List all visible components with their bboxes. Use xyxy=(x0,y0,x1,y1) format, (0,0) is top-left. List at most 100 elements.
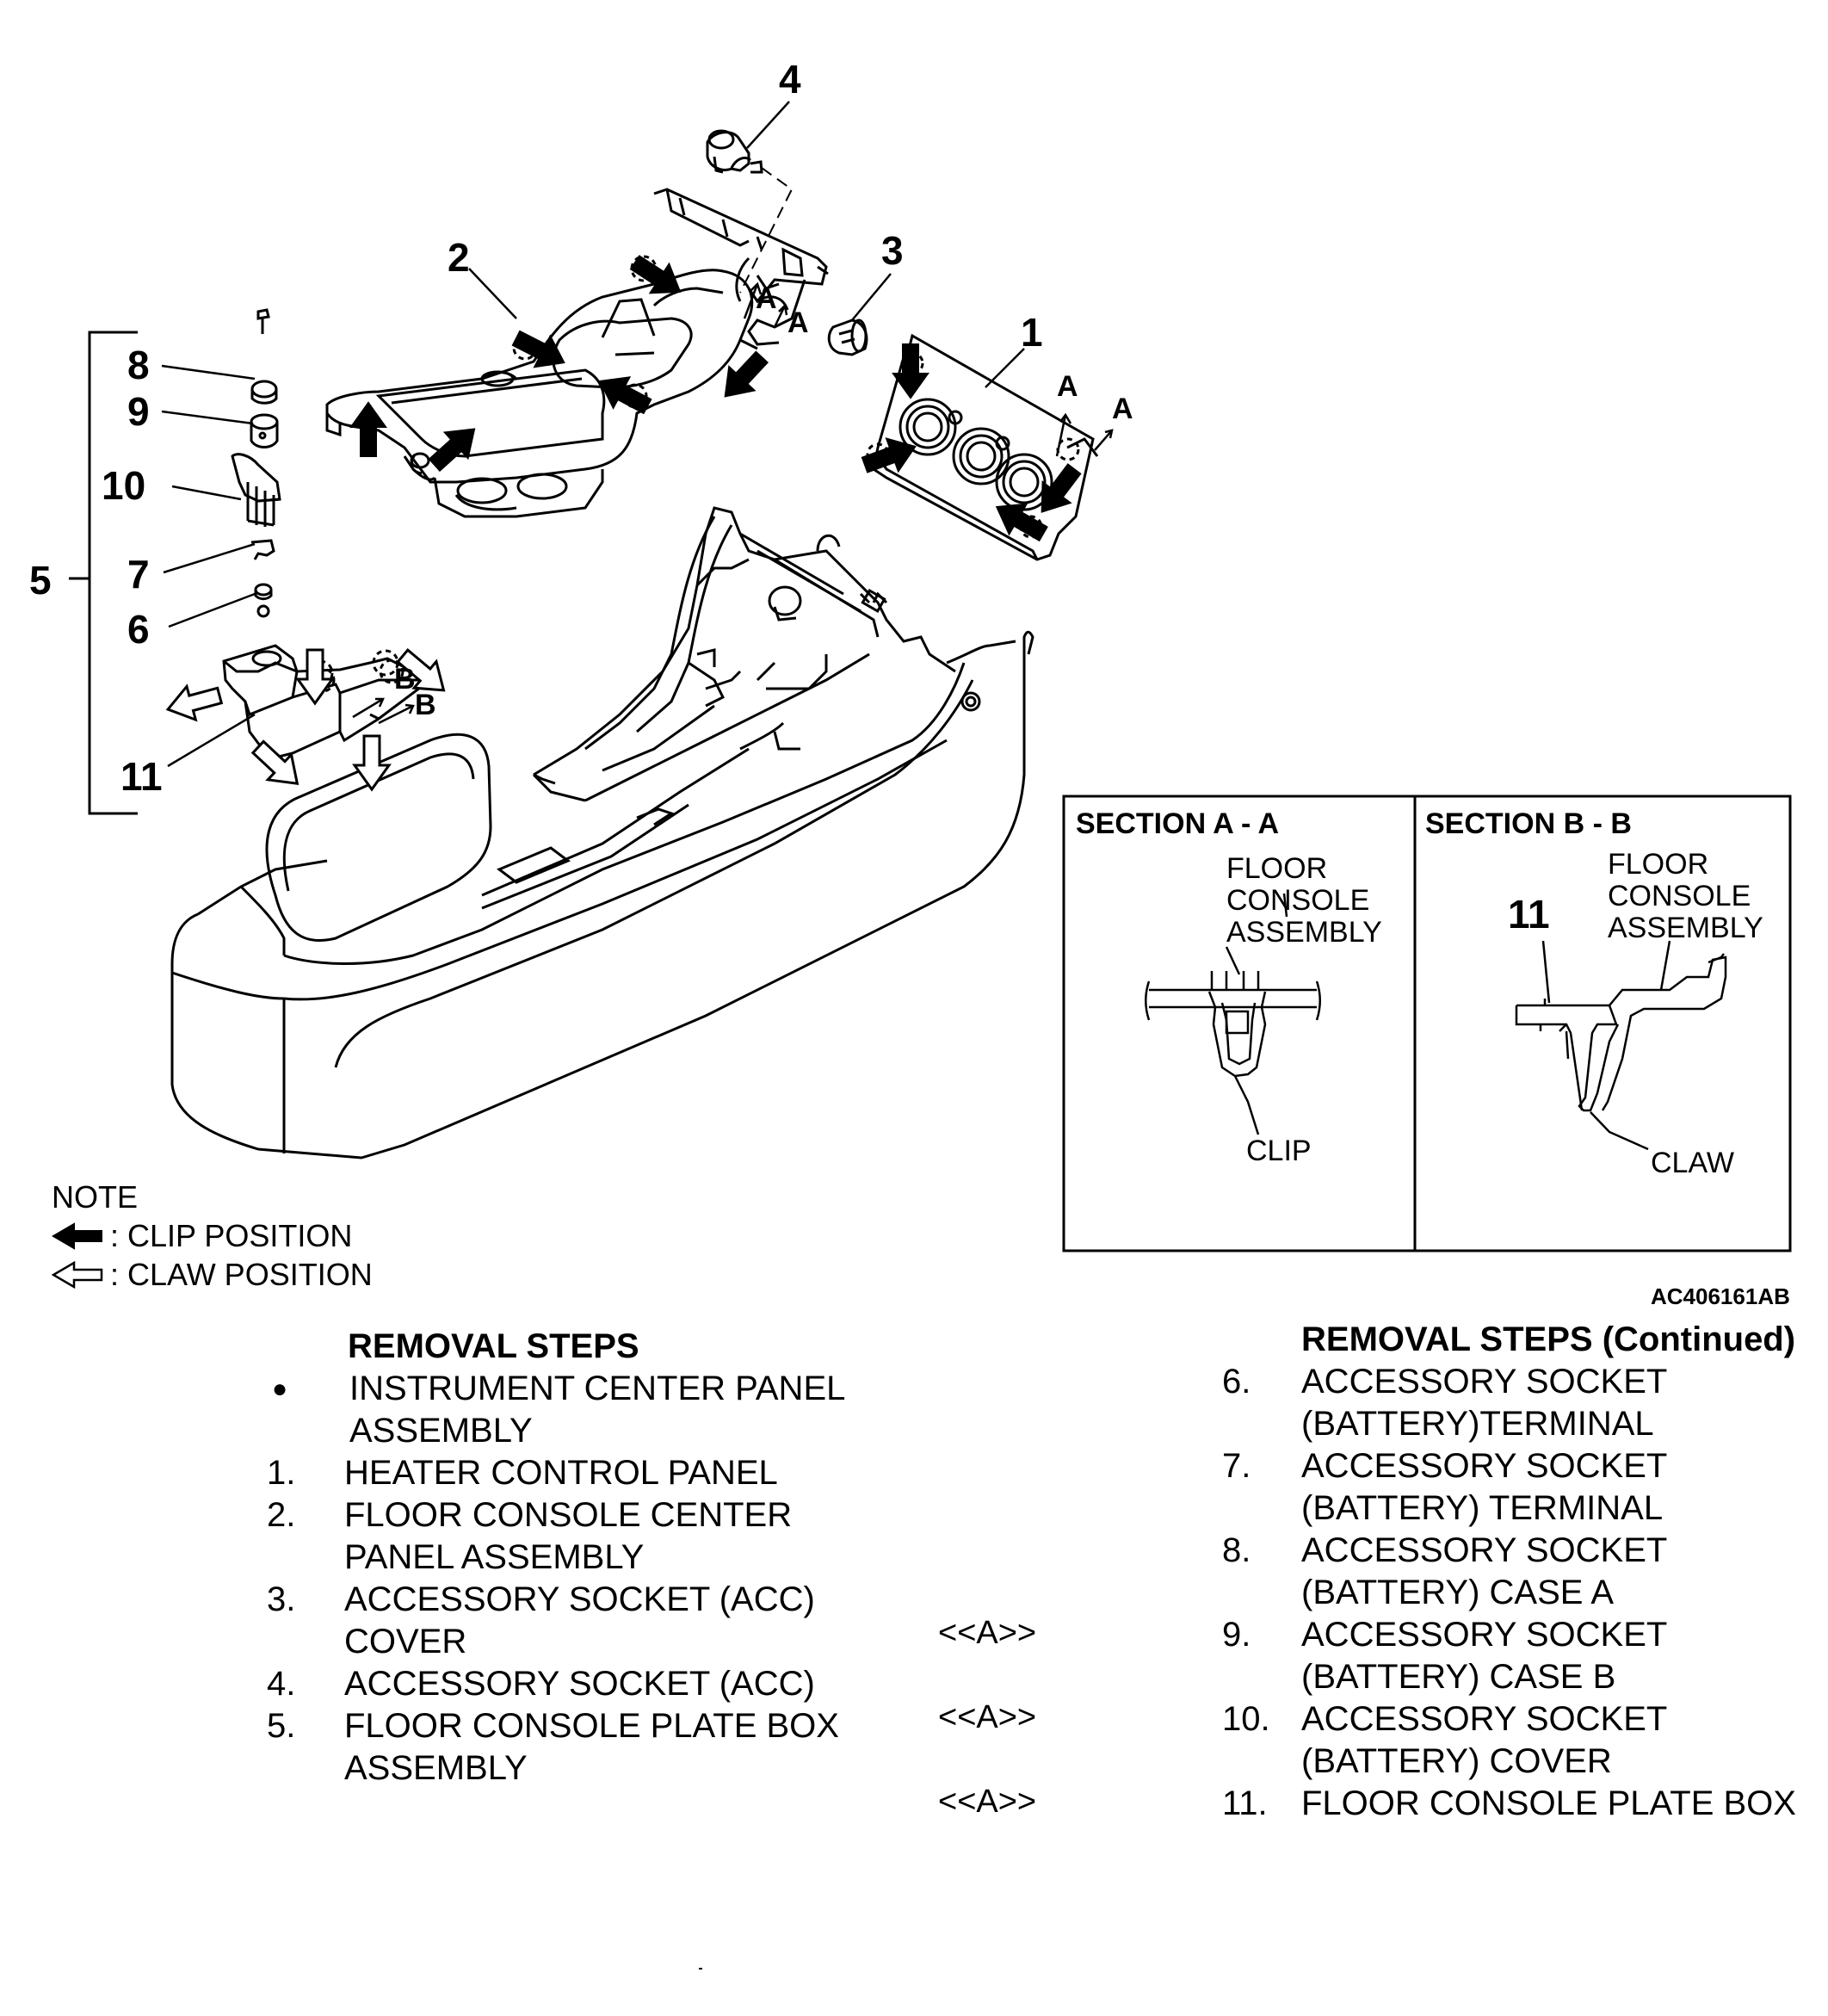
step-number: 11. xyxy=(1222,1784,1268,1822)
callout-9: 9 xyxy=(127,389,150,434)
step-item: 5. FLOOR CONSOLE PLATE BOX ASSEMBLY xyxy=(267,1705,883,1790)
accessory-socket-acc-cover xyxy=(827,318,868,356)
legend-claw-label: : CLAW POSITION xyxy=(110,1257,373,1292)
step-text: ACCESSORY SOCKET xyxy=(1301,1447,1668,1485)
legend-clip-row: : CLIP POSITION xyxy=(52,1216,373,1255)
part-10-cover xyxy=(231,453,281,503)
section-box: SECTION A - A FLOOR CONSOLE ASSEMBLY CLI… xyxy=(1062,795,1792,1252)
legend-claw-row: : CLAW POSITION xyxy=(52,1255,373,1294)
plate-box-assembly-parts xyxy=(222,308,433,771)
step-text: ACCESSORY SOCKET (ACC) xyxy=(344,1580,815,1618)
step-text: ACCESSORY SOCKET xyxy=(1301,1363,1668,1401)
step-text: PANEL ASSEMBLY xyxy=(344,1538,645,1576)
step-item: 10. ACCESSORY SOCKET (BATTERY) COVER xyxy=(1222,1698,1828,1783)
floor-console-assembly xyxy=(170,506,1034,1160)
section-b-assembly-label: ASSEMBLY xyxy=(1608,912,1763,944)
section-a-title: SECTION A - A xyxy=(1076,807,1279,840)
section-b-assembly-label: FLOOR xyxy=(1608,848,1708,881)
part-9-case-b xyxy=(250,422,279,448)
part-6-terminal xyxy=(254,583,273,597)
section-a-assembly-label: CONSOLE xyxy=(1226,884,1369,917)
step-bullet: ● xyxy=(272,1375,288,1403)
view-label-a: A xyxy=(1112,393,1133,425)
view-label-a: A xyxy=(1057,370,1078,403)
step-number: 2. xyxy=(267,1496,296,1534)
step-text: FLOOR CONSOLE CENTER xyxy=(344,1496,793,1534)
view-label-a: A xyxy=(787,306,809,339)
view-label-b: B xyxy=(394,663,416,696)
step-item: 9. ACCESSORY SOCKET (BATTERY) CASE B xyxy=(1222,1614,1828,1698)
step-number: 10. xyxy=(1222,1700,1270,1738)
section-a-assembly-label: FLOOR xyxy=(1226,852,1327,885)
step-text: (BATTERY) TERMINAL xyxy=(1301,1489,1664,1527)
step-number: 7. xyxy=(1222,1447,1251,1485)
step-number: 1. xyxy=(267,1454,296,1492)
service-ref-step-9: <<A>> xyxy=(938,1615,1037,1651)
step-text: (BATTERY) COVER xyxy=(1301,1742,1612,1780)
page-mark xyxy=(699,1968,702,1970)
accessory-socket-acc xyxy=(706,129,763,174)
step-number: 9. xyxy=(1222,1616,1251,1654)
callout-10: 10 xyxy=(102,463,145,508)
callout-4: 4 xyxy=(779,57,801,102)
service-ref-step-10: <<A>> xyxy=(938,1699,1037,1735)
figure-code: AC406161AB xyxy=(1651,1283,1790,1309)
step-text: COVER xyxy=(344,1623,467,1660)
step-item: 4. ACCESSORY SOCKET (ACC) xyxy=(267,1663,883,1705)
step-text: (BATTERY)TERMINAL xyxy=(1301,1405,1654,1443)
view-label-b: B xyxy=(415,689,436,721)
step-text: ASSEMBLY xyxy=(344,1749,528,1787)
callout-5: 5 xyxy=(29,558,52,603)
legend-title: NOTE xyxy=(52,1179,139,1215)
step-text: (BATTERY) CASE B xyxy=(1301,1658,1616,1696)
step-item: 7. ACCESSORY SOCKET (BATTERY) TERMINAL xyxy=(1222,1445,1828,1530)
step-text: ACCESSORY SOCKET (ACC) xyxy=(344,1665,815,1703)
step-item: 11. FLOOR CONSOLE PLATE BOX xyxy=(1222,1783,1828,1825)
legend-note: NOTE : CLIP POSITION : CLAW POSITION xyxy=(52,1178,373,1294)
step-text: (BATTERY) CASE A xyxy=(1301,1574,1615,1611)
callout-11: 11 xyxy=(120,754,163,799)
removal-steps-continued-title: REMOVAL STEPS (Continued) xyxy=(1301,1320,1796,1358)
step-text: ACCESSORY SOCKET xyxy=(1301,1700,1668,1738)
step-item: 3. ACCESSORY SOCKET (ACC) COVER xyxy=(267,1579,883,1663)
section-a-assembly-label: ASSEMBLY xyxy=(1226,916,1382,949)
step-number: 6. xyxy=(1222,1363,1251,1401)
step-number: 3. xyxy=(267,1580,296,1618)
floor-console-center-panel xyxy=(325,188,829,518)
removal-steps-right: REMOVAL STEPS (Continued) 6. ACCESSORY S… xyxy=(1222,1319,1828,1825)
legend-clip-label: : CLIP POSITION xyxy=(110,1218,353,1253)
part-8-screw xyxy=(256,308,270,334)
section-b-claw-label: CLAW xyxy=(1651,1147,1734,1179)
callout-8: 8 xyxy=(127,343,150,387)
outline-arrow-icon xyxy=(52,1260,103,1289)
step-text: ACCESSORY SOCKET xyxy=(1301,1531,1668,1569)
section-b-assembly-label: CONSOLE xyxy=(1608,880,1751,912)
removal-steps-title: REMOVAL STEPS xyxy=(348,1327,639,1365)
part-7-terminal xyxy=(250,539,275,560)
leader-lines xyxy=(161,101,1288,975)
step-item: 1. HEATER CONTROL PANEL xyxy=(267,1452,883,1494)
step-item: 2. FLOOR CONSOLE CENTER PANEL ASSEMBLY xyxy=(267,1494,883,1579)
step-text: FLOOR CONSOLE PLATE BOX xyxy=(344,1707,839,1745)
callout-3: 3 xyxy=(881,228,904,273)
step-text: HEATER CONTROL PANEL xyxy=(344,1454,778,1492)
section-b-claw-drawing xyxy=(1515,940,1727,1151)
solid-arrow-icon xyxy=(52,1221,102,1250)
callout-2: 2 xyxy=(448,235,470,280)
callout-7: 7 xyxy=(127,552,150,597)
exploded-view-diagram: 4 2 3 1 8 9 10 7 5 6 11 A A A A B B SECT… xyxy=(29,57,1792,1309)
step-number: 5. xyxy=(267,1707,296,1745)
step-text: ACCESSORY SOCKET xyxy=(1301,1616,1668,1654)
section-b-title: SECTION B - B xyxy=(1425,807,1632,840)
step-item: 6. ACCESSORY SOCKET (BATTERY)TERMINAL xyxy=(1222,1361,1828,1445)
part-5-bracket xyxy=(69,331,138,815)
section-b-part-number: 11 xyxy=(1508,892,1550,937)
view-label-a: A xyxy=(756,282,777,315)
section-a-clip-label: CLIP xyxy=(1246,1135,1312,1167)
step-text: INSTRUMENT CENTER PANEL xyxy=(349,1370,846,1407)
step-text: FLOOR CONSOLE PLATE BOX xyxy=(1301,1784,1796,1822)
section-view-arrows xyxy=(352,281,1114,725)
part-8-case-a xyxy=(250,380,278,399)
